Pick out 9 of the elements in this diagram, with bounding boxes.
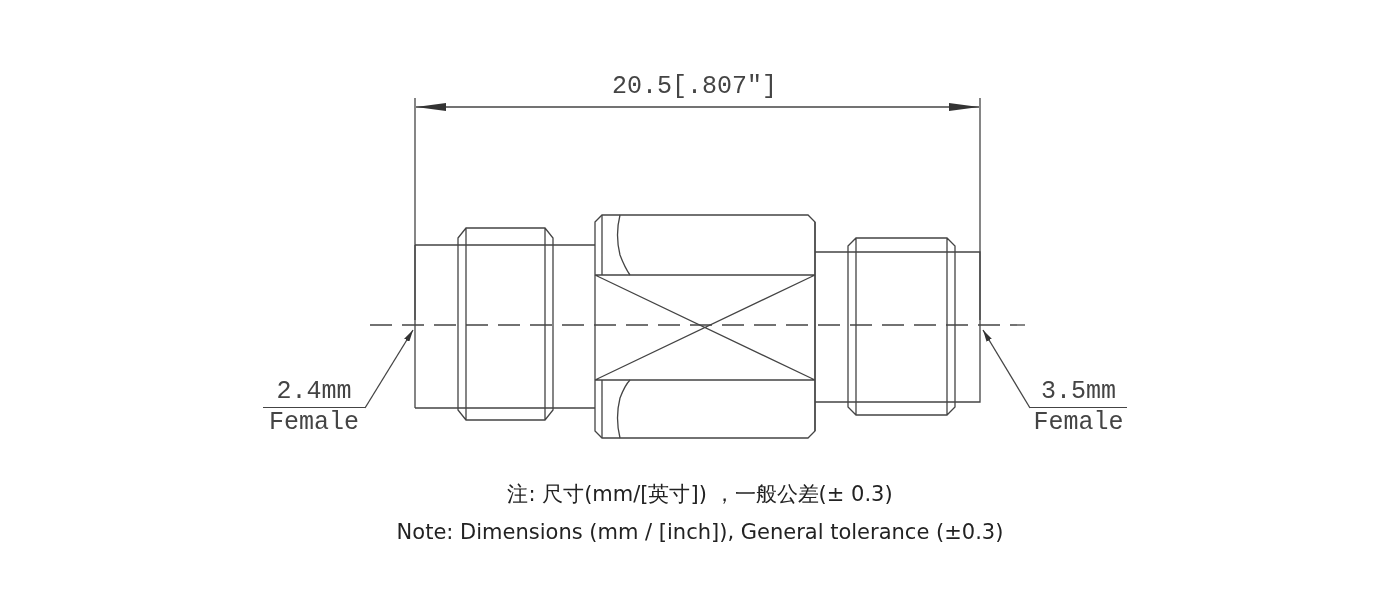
note-text: Note: Dimensions (mm / [inch]), General tolerance (±0.3): [396, 520, 1004, 544]
leader-line: [982, 329, 1031, 409]
leader-line: [364, 329, 414, 409]
size-label: 3.5mm: [1030, 377, 1127, 408]
gender-label: Female: [1032, 408, 1125, 438]
note-text: 注: 尺寸(mm/[英寸]) ，一般公差(± 0.3): [507, 482, 893, 506]
dimension-label: 20.5[.807″]: [612, 72, 778, 101]
gender-label: Female: [268, 408, 360, 438]
size-label: 2.4mm: [263, 377, 365, 408]
